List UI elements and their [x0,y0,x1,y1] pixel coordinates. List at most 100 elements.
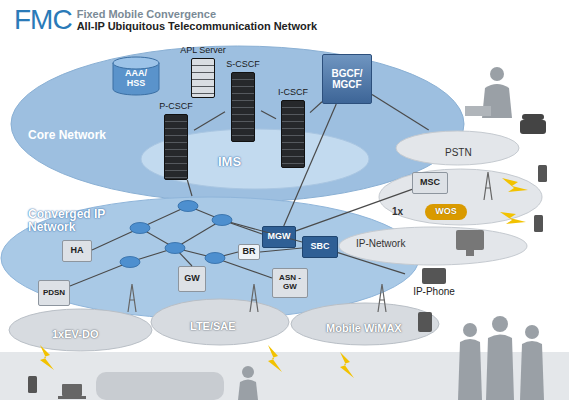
router-symbol [120,257,140,268]
lightning-bolt [40,178,528,378]
router-links [175,220,222,248]
gateway-box: BGCF/ MGCF [322,54,372,104]
ip-network-region: IP-Network [338,226,528,266]
node-label: GW [184,274,200,284]
lightning-bolt [502,178,528,192]
vehicle [96,372,224,400]
mobile-phone [418,312,432,332]
node-label: PDSN [43,289,65,298]
server-rack: S-CSCF [225,60,261,142]
network-box: MSC [412,172,448,194]
access-network-region: 1xEV-DO [8,308,153,352]
pc-monitor [466,250,474,256]
pc-monitor [456,230,484,250]
node-label: SBC [310,242,329,252]
server-body [281,100,305,168]
circuit-region: 1x MSC WOS [378,168,543,226]
node-label: WOS [435,207,457,217]
mobile-phone [538,165,547,182]
telephone [520,120,546,134]
person-silhouette [492,316,508,332]
router-links [140,206,188,228]
router-links [175,248,215,258]
region-ellipse [9,309,152,351]
laptop [58,396,86,399]
router-links [175,248,192,266]
region-ellipse [339,227,527,265]
lightning-bolt [340,352,354,378]
router-links [222,220,302,242]
connector-line [194,112,225,131]
pc-monitor [456,230,484,256]
router-links [222,220,262,234]
server-rack: I-CSCF [276,88,310,168]
person-silhouette [463,323,477,337]
node-label: MSC [420,178,440,188]
node-label: AAA/ HSS [121,69,151,89]
pstn-region: PSTN [395,130,520,166]
node-label: 1x [392,206,403,217]
phone-icon [422,268,446,284]
node-label: LTE/SAE [190,320,236,332]
gateway-box: MGW [262,226,296,248]
region-ellipse [151,299,289,345]
connector-line [338,253,405,274]
antenna-tower [128,284,136,312]
server-body [191,58,215,98]
lightning-bolt [268,345,282,372]
person-silhouette [238,67,544,400]
node-label: S-CSCF [226,60,260,70]
node-label: PSTN [445,147,472,158]
telephone [520,114,546,134]
ip-phone: IP-Phone [405,266,463,300]
router-links [140,228,175,248]
mobile-phone [28,376,37,393]
access-network-region: Mobile WiMAX [290,302,440,346]
title: All-IP Ubiquitous Telecommunication Netw… [77,20,317,32]
node-label: IP-Phone [413,286,455,297]
connector-line [310,102,322,113]
network-box: PDSN [38,280,70,306]
person-silhouette [242,366,254,378]
connector-line [261,111,276,119]
router-symbol [130,223,150,234]
access-network-region: LTE/SAE [150,298,290,346]
connector-line [187,180,192,196]
router-label-box: BR [238,244,260,260]
cylinder-top [113,57,159,69]
region-ellipse [291,303,439,345]
title-lines: Fixed Mobile ConvergenceAll-IP Ubiquitou… [77,8,317,32]
router-links [215,252,238,258]
network-box: ASN -GW [272,268,308,298]
connector-line [296,189,412,230]
person-silhouette [486,335,514,400]
person-silhouette [520,341,544,400]
telephone [522,114,544,120]
bottom-ground [0,352,569,400]
node-label: BR [243,247,256,257]
antenna-tower [128,172,492,312]
title-logo: FMC [14,6,72,34]
lightning-bolt [500,212,526,224]
router-links [92,228,140,250]
router-links [70,206,302,286]
title-block: FMCFixed Mobile ConvergenceAll-IP Ubiqui… [14,6,317,34]
person-silhouette [482,84,512,118]
bottom-ground [0,352,569,400]
mobile-phone [28,165,547,393]
person-silhouette [458,339,482,400]
node-label: Converged IP Network [28,208,120,234]
mobile-phone [534,215,543,232]
node-label: HA [71,246,84,256]
node-label: Core Network [28,129,106,142]
router-links [215,258,272,278]
node-label: ASN -GW [276,274,304,292]
node-label: 1xEV-DO [52,328,98,340]
vehicle [96,372,224,400]
network-box: HA [62,240,92,262]
antenna-tower [484,172,492,200]
router-symbol [212,215,232,226]
laptop [62,384,82,396]
router-symbol [165,243,185,254]
